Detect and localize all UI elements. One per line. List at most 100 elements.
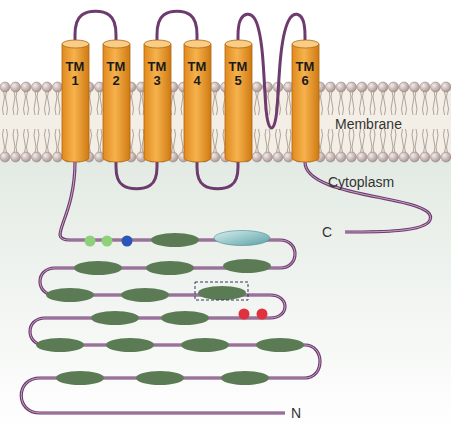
lipid-head — [368, 152, 378, 162]
cylinder — [144, 40, 171, 162]
lipid-tail — [16, 91, 18, 115]
lipid-head — [210, 82, 220, 92]
repeat — [181, 338, 229, 352]
lipid-tail — [13, 91, 15, 115]
lipid-tail — [268, 129, 270, 153]
lipid-tail — [268, 91, 270, 115]
lipid-head — [431, 152, 441, 162]
repeat — [146, 261, 194, 275]
region-label: Membrane — [335, 116, 402, 132]
lipid-head — [53, 82, 63, 92]
lipid-tail — [34, 91, 36, 115]
lipid-head — [399, 82, 409, 92]
repeat — [223, 259, 271, 273]
region-label: N — [291, 405, 301, 421]
lipid-tail — [181, 129, 183, 153]
repeat — [221, 371, 269, 385]
lipid-head — [347, 82, 357, 92]
cylinder-top — [144, 40, 171, 48]
lipid-tail — [423, 91, 425, 115]
repeat — [198, 286, 246, 300]
lipid-tail — [412, 129, 414, 153]
lipid-tail — [342, 129, 344, 153]
lipid-tail — [360, 129, 362, 153]
lipid-tail — [255, 91, 257, 115]
lipid-tail — [328, 91, 330, 115]
lipid-tail — [433, 91, 435, 115]
lipid-tail — [174, 129, 176, 153]
green-dot — [85, 236, 96, 247]
lipid-head — [420, 82, 430, 92]
lipid-tail — [321, 91, 323, 115]
helix-label: TM 1 — [62, 40, 89, 88]
lipid-tail — [24, 91, 26, 115]
lipid-tail — [339, 129, 341, 153]
tm-helix: TM 4 — [184, 40, 211, 162]
red-dot — [257, 309, 268, 320]
lipid-tail — [289, 129, 291, 153]
repeat — [161, 311, 209, 325]
tm-helix: TM 2 — [103, 40, 130, 162]
lipid-head — [11, 82, 21, 92]
lipid-tail — [132, 91, 134, 115]
lipid-head — [53, 152, 63, 162]
lipid-tail — [37, 91, 39, 115]
lipid-head — [441, 82, 451, 92]
lipid-tail — [391, 91, 393, 115]
lipid-head — [431, 82, 441, 92]
lipid-tail — [27, 91, 29, 115]
lipid-head — [32, 152, 42, 162]
helix-label: TM 4 — [184, 40, 211, 88]
lipid-tail — [34, 129, 36, 153]
lipid-tail — [286, 129, 288, 153]
lipid-head — [336, 152, 346, 162]
lipid-tail — [349, 91, 351, 115]
cylinder-top — [225, 40, 252, 48]
lipid-tail — [45, 91, 47, 115]
lipid-tail — [342, 91, 344, 115]
lipid-head — [252, 82, 262, 92]
lipid-tail — [381, 91, 383, 115]
lipid-tail — [58, 91, 60, 115]
lipid-tail — [286, 91, 288, 115]
lipid-tail — [394, 129, 396, 153]
lipid-tail — [90, 129, 92, 153]
lipid-head — [410, 152, 420, 162]
cylinder — [103, 40, 130, 162]
lipid-head — [42, 82, 52, 92]
lipid-head — [0, 152, 10, 162]
lipid-tail — [58, 129, 60, 153]
helix-label: TM 5 — [225, 40, 252, 88]
lipid-tail — [426, 91, 428, 115]
lipid-tail — [444, 91, 446, 115]
lipid-tail — [258, 129, 260, 153]
lipid-tail — [3, 129, 5, 153]
loop-connector — [157, 11, 197, 40]
tm-helix: TM 1 — [62, 40, 89, 162]
lipid-head — [0, 82, 10, 92]
cytoplasm-ground — [0, 160, 451, 432]
repeat — [46, 288, 94, 302]
lipid-tail — [48, 129, 50, 153]
dashed-box — [195, 282, 248, 300]
lipid-tail — [100, 91, 102, 115]
cylinder-top — [184, 40, 211, 48]
loop-connector — [75, 11, 116, 40]
lipid-tail — [216, 91, 218, 115]
lipid-tail — [384, 129, 386, 153]
lipid-head — [441, 152, 451, 162]
lipid-tail — [381, 129, 383, 153]
lipid-tail — [55, 91, 57, 115]
lipid-tail — [352, 129, 354, 153]
lipid-tail — [213, 91, 215, 115]
lipid-tail — [132, 129, 134, 153]
lipid-tail — [412, 91, 414, 115]
cylinder-top — [292, 40, 319, 48]
lipid-head — [21, 152, 31, 162]
lipid-head — [357, 152, 367, 162]
region-label: Cytoplasm — [328, 174, 394, 190]
lipid-tail — [6, 91, 8, 115]
lipid-tail — [289, 91, 291, 115]
lipid-tail — [436, 91, 438, 115]
lipid-tail — [321, 129, 323, 153]
